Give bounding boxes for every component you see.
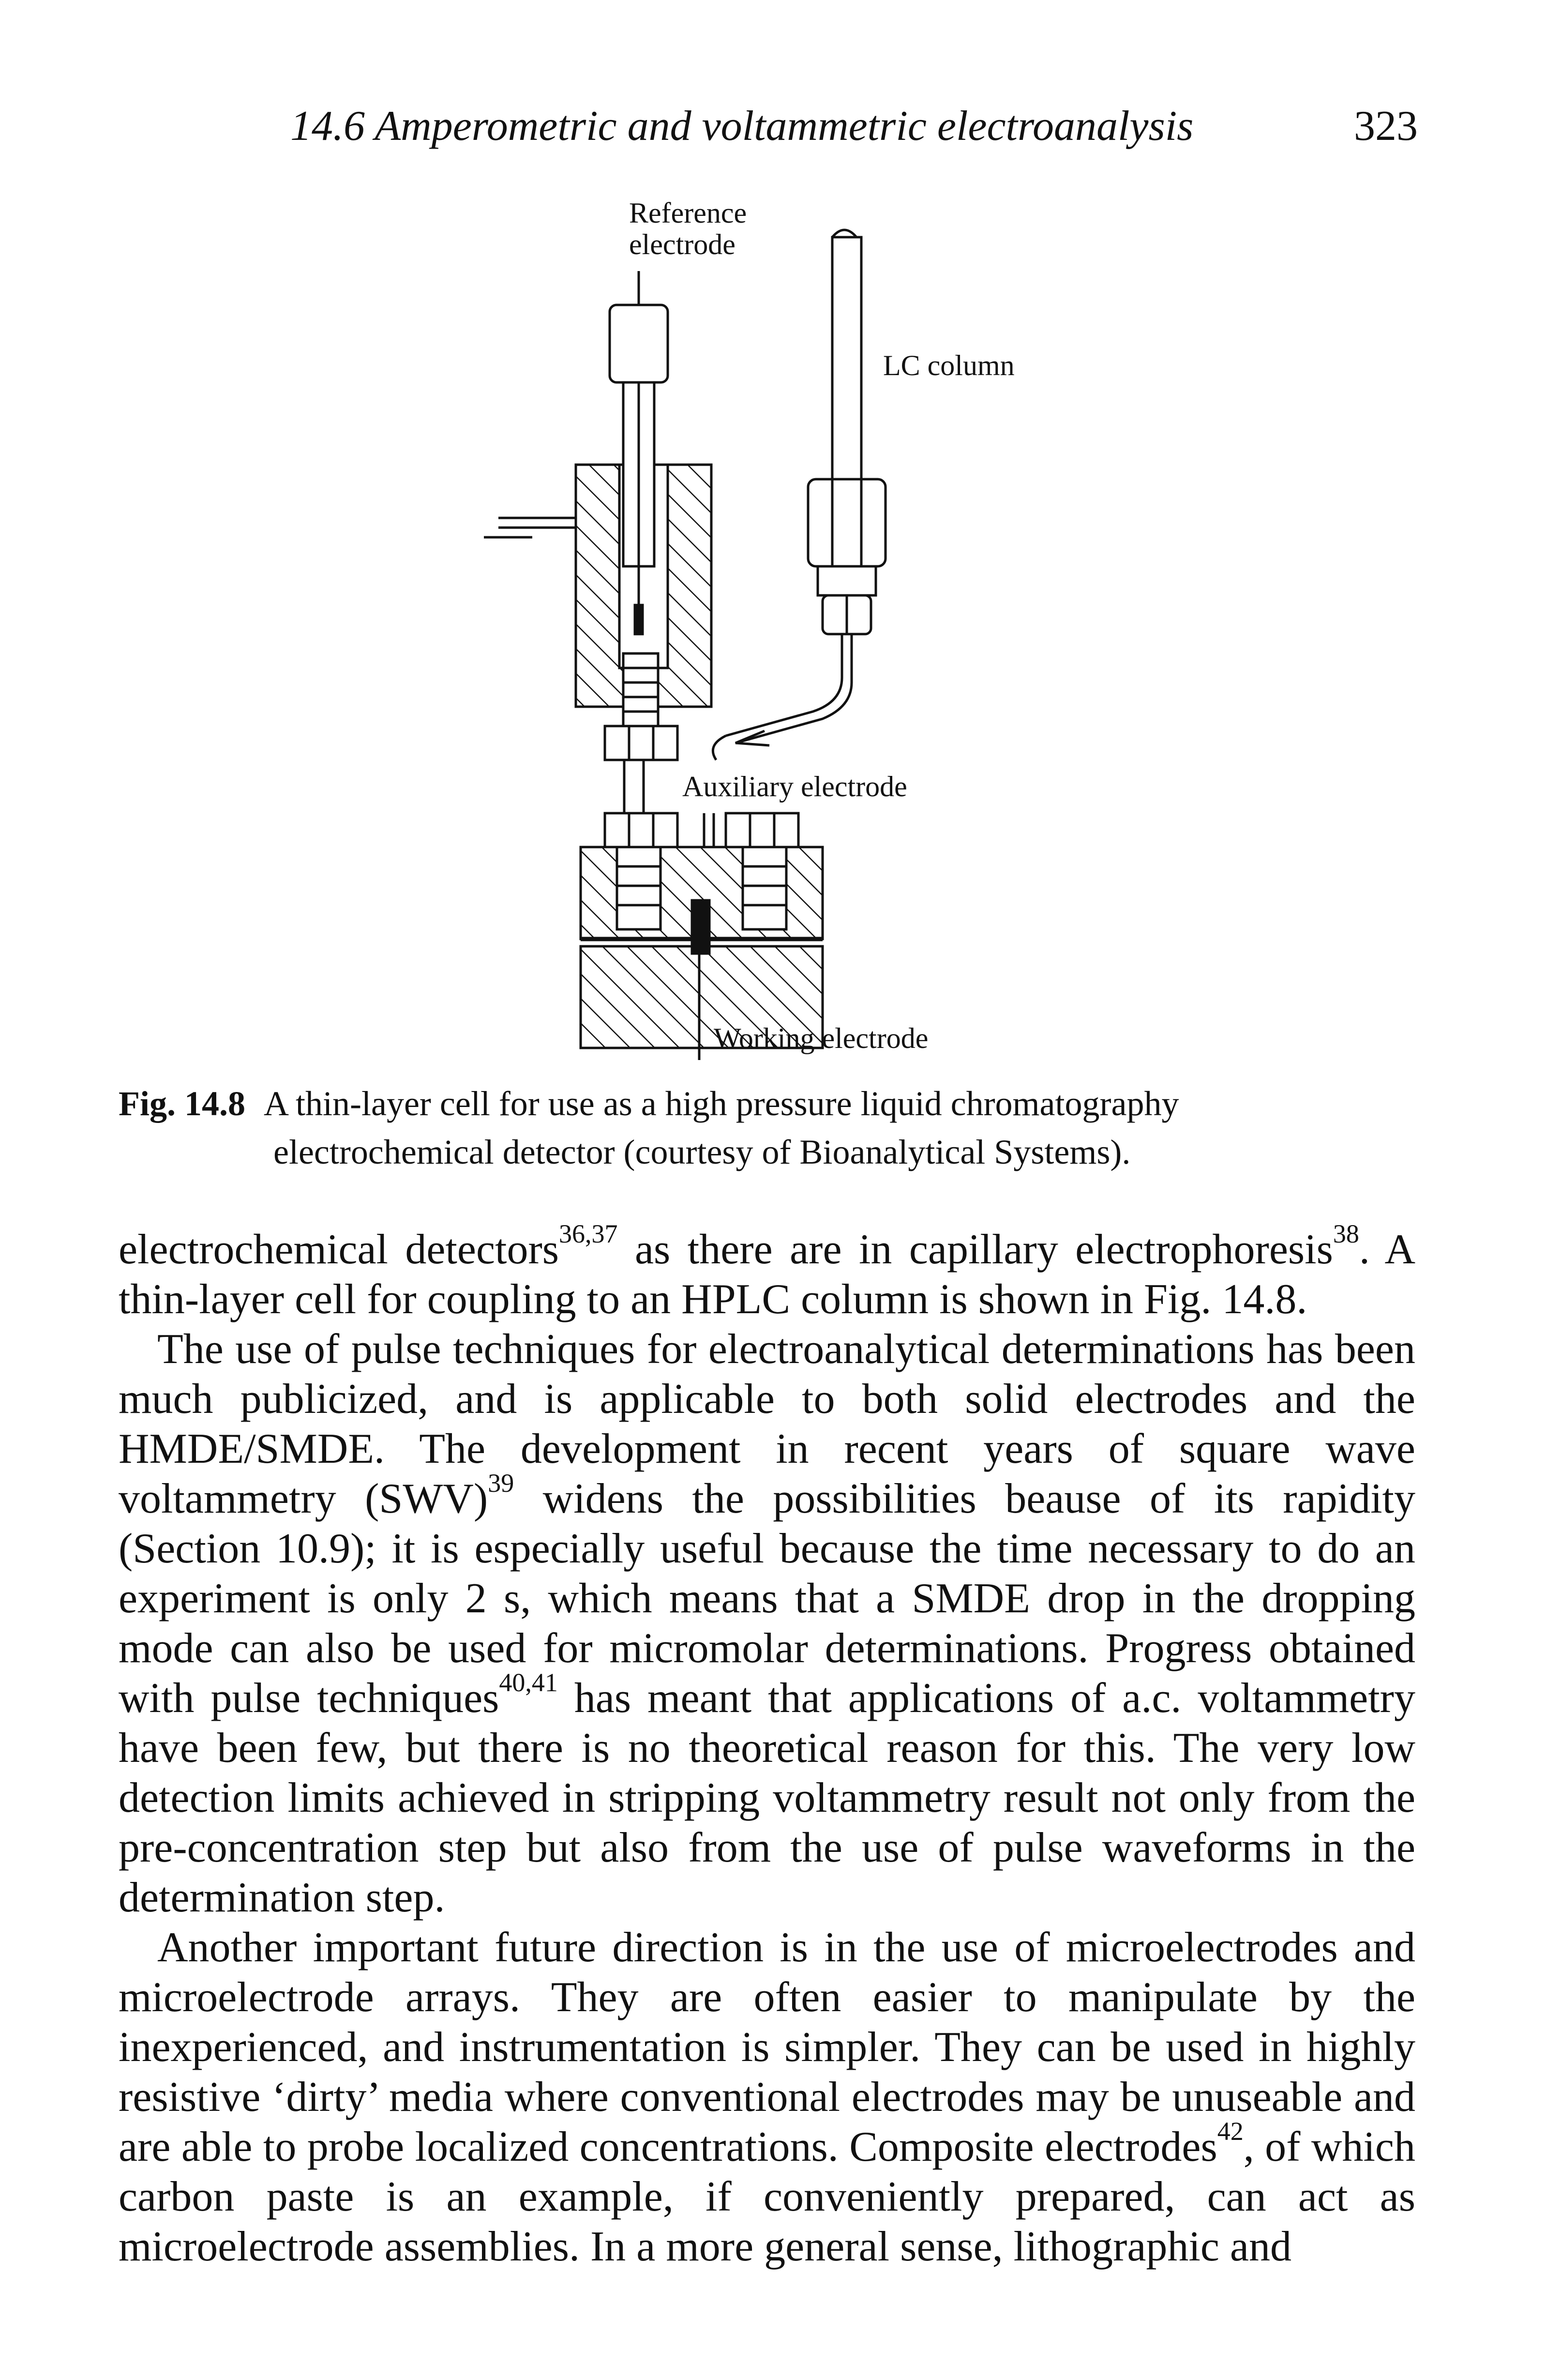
figure-caption: Fig. 14.8 A thin-layer cell for use as a…: [119, 1079, 1415, 1176]
cell-diagram: Reference electrode LC column Auxiliary …: [484, 197, 1015, 1060]
text-run: Another important future direction is in…: [119, 1924, 1415, 2170]
page-header: 14.6 Amperometric and voltammetric elect…: [290, 102, 1418, 165]
right-lower-fitting: [724, 812, 800, 849]
text-run: , of which carbon paste is an example, i…: [119, 2123, 1415, 2270]
citation: 42: [1217, 2116, 1244, 2146]
caption-line2: electrochemical detector (courtesy of Bi…: [273, 1133, 1131, 1171]
citation: 36,37: [559, 1219, 618, 1248]
citation: 40,41: [499, 1668, 558, 1697]
paragraph-1: electrochemical detectors36,37 as there …: [119, 1221, 1415, 1324]
caption-label: Fig. 14.8: [119, 1084, 245, 1123]
reference-electrode-cap: [608, 303, 669, 384]
caption-line1: A thin-layer cell for use as a high pres…: [264, 1084, 1179, 1123]
paragraph-2: The use of pulse techniques for electroa…: [119, 1324, 1415, 1923]
label-auxiliary-electrode: Auxiliary electrode: [682, 771, 907, 803]
text-run: The use of pulse techniques for electroa…: [119, 1326, 1415, 1522]
text-run: as there are in capillary electrophoresi…: [617, 1226, 1333, 1273]
text-run: has meant that applications of a.c. volt…: [119, 1675, 1415, 1921]
running-title: 14.6 Amperometric and voltammetric elect…: [290, 103, 1194, 150]
lc-column-top: [831, 228, 857, 238]
label-reference-line1: Reference: [629, 197, 747, 229]
citation: 38: [1333, 1219, 1359, 1248]
threaded-fitting: [622, 652, 660, 728]
text-run: electrochemical detectors: [119, 1226, 559, 1273]
citation: 39: [488, 1468, 514, 1498]
paragraph-3: Another important future direction is in…: [119, 1923, 1415, 2272]
figure-thin-layer-cell: Reference electrode LC column Auxiliary …: [435, 189, 1089, 1060]
text-run: . A thin-layer cell for coupling to an H…: [119, 1226, 1415, 1323]
auxiliary-lead: [725, 634, 843, 737]
working-electrode: [690, 899, 711, 955]
lc-column: [831, 236, 863, 481]
lc-column-nut: [807, 478, 887, 568]
label-working-electrode: Working electrode: [714, 1022, 928, 1054]
text-run: widens the possibilities beause of its r…: [119, 1475, 1416, 1722]
label-lc-column: LC column: [883, 349, 1015, 381]
body-text: electrochemical detectors36,37 as there …: [119, 1221, 1415, 2272]
lower-cell-bottom-block: [579, 945, 824, 1049]
left-lower-fitting: [603, 812, 679, 849]
label-reference-line2: electrode: [629, 228, 735, 260]
page-number: 323: [1354, 103, 1418, 150]
caption-first-line: Fig. 14.8 A thin-layer cell for use as a…: [119, 1079, 1415, 1128]
